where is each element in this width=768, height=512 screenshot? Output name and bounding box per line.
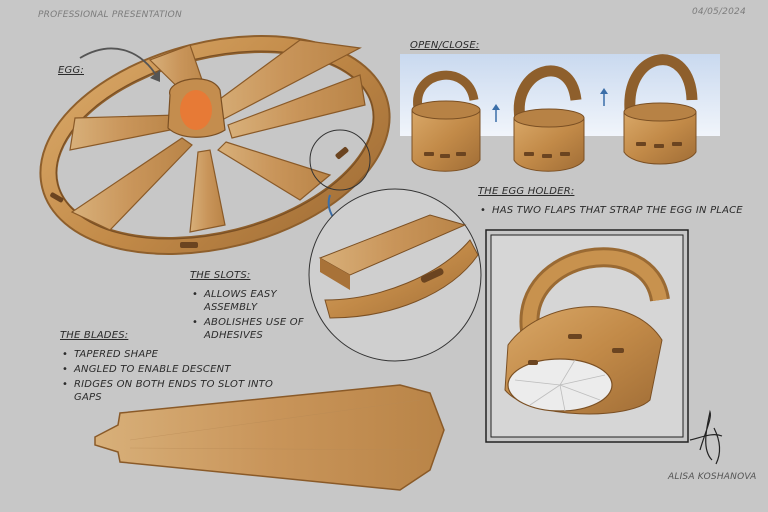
signature-mark [690,412,722,464]
egg-holder-detail-frame [486,230,688,442]
egg-label: EGG: [58,65,84,76]
blades-point: TAPERED SHAPE [60,348,290,361]
egg-holder-points: HAS TWO FLAPS THAT STRAP THE EGG IN PLAC… [478,204,748,219]
blades-point: ANGLED TO ENABLE DESCENT [60,363,290,376]
blades-point: RIDGES ON BOTH ENDS TO SLOT INTO GAPS [60,378,290,404]
egg-holder-heading: THE EGG HOLDER: [478,186,574,197]
presentation-title: PROFESSIONAL PRESENTATION [38,10,182,20]
slots-points: ALLOWS EASY ASSEMBLY ABOLISHES USE OF AD… [190,288,310,344]
slot-detail-view [309,189,481,361]
presentation-date: 04/05/2024 [692,7,746,17]
slots-point: ABOLISHES USE OF ADHESIVES [190,316,310,342]
open-close-label: OPEN/CLOSE: [410,40,479,51]
author-name: ALISA KOSHANOVA [668,472,756,482]
slots-heading: THE SLOTS: [190,270,250,281]
blades-heading: THE BLADES: [60,330,128,341]
egg-holder-point: HAS TWO FLAPS THAT STRAP THE EGG IN PLAC… [478,204,748,217]
blades-points: TAPERED SHAPE ANGLED TO ENABLE DESCENT R… [60,348,290,406]
slots-point: ALLOWS EASY ASSEMBLY [190,288,310,314]
